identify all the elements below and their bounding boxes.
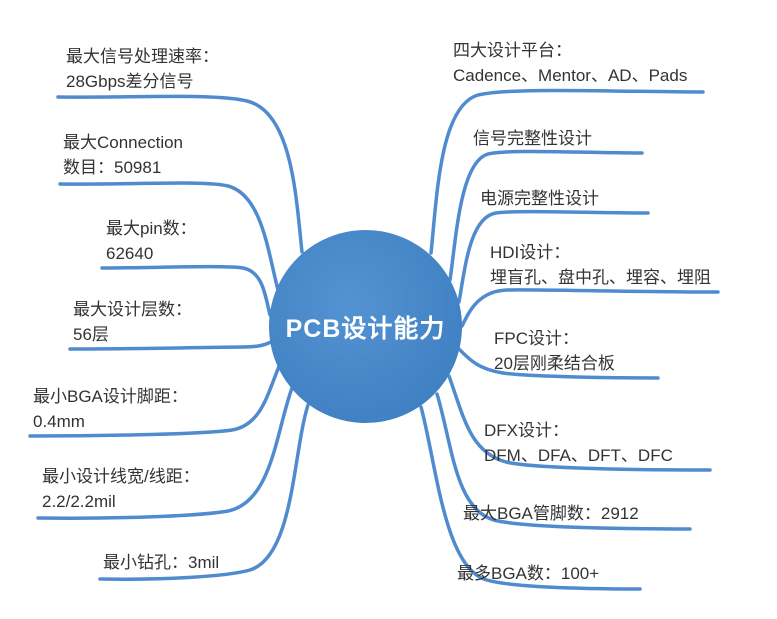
branch-label-max-layers: 最大设计层数： 56层 xyxy=(73,297,192,347)
branch-line-right-8 xyxy=(419,405,642,591)
branch-label-line: 最大BGA管脚数：2912 xyxy=(463,504,639,523)
branch-label-signal-integrity: 信号完整性设计 xyxy=(473,126,592,151)
branch-label-line: 62640 xyxy=(106,244,154,263)
branch-label-power-integrity: 电源完整性设计 xyxy=(480,186,599,211)
branch-line-right-3 xyxy=(457,209,650,304)
branch-line-right-1 xyxy=(429,88,705,255)
branch-line-left-3 xyxy=(100,264,272,317)
branch-label-min-trace: 最小设计线宽/线距： 2.2/2.2mil xyxy=(42,464,200,514)
branch-label-max-bga-pins: 最大BGA管脚数：2912 xyxy=(463,501,639,526)
branch-line-right-5 xyxy=(457,347,660,380)
branch-label-min-drill: 最小钻孔：3mil xyxy=(103,550,219,575)
branch-label-line: 信号完整性设计 xyxy=(473,129,592,148)
branch-label-line: 最小设计线宽/线距： xyxy=(42,467,200,486)
branch-label-line: 数目：50981 xyxy=(63,158,162,177)
branch-label-line: 最大pin数： xyxy=(106,219,197,238)
center-node: PCB设计能力 xyxy=(269,230,462,423)
branch-label-line: 2.2/2.2mil xyxy=(42,492,116,511)
branch-label-platforms: 四大设计平台： Cadence、Mentor、AD、Pads xyxy=(453,38,687,88)
branch-line-left-2 xyxy=(58,181,280,292)
branch-label-line: 最大设计层数： xyxy=(73,300,192,319)
branch-label-max-bga-count: 最多BGA数：100+ xyxy=(457,561,599,586)
center-node-label: PCB设计能力 xyxy=(285,314,446,343)
branch-label-max-connection: 最大Connection 数目：50981 xyxy=(63,130,183,180)
branch-line-left-7 xyxy=(98,403,310,581)
branch-label-line: DFM、DFA、DFT、DFC xyxy=(484,446,673,465)
branch-line-left-5 xyxy=(28,362,282,438)
branch-label-line: 最多BGA数：100+ xyxy=(457,564,600,583)
branch-label-max-pin: 最大pin数： 62640 xyxy=(106,216,197,266)
branch-line-right-7 xyxy=(435,392,692,531)
branch-label-line: DFX设计： xyxy=(484,421,569,440)
branch-label-line: HDI设计： xyxy=(490,243,571,262)
branch-line-left-6 xyxy=(36,386,294,520)
branch-label-line: 电源完整性设计 xyxy=(480,189,599,208)
branch-line-right-2 xyxy=(448,149,644,282)
branch-line-left-1 xyxy=(56,94,304,254)
branch-label-fpc: FPC设计： 20层刚柔结合板 xyxy=(494,326,615,376)
branch-label-line: FPC设计： xyxy=(494,329,579,348)
branch-line-right-4 xyxy=(460,288,720,328)
branch-label-line: 最大Connection xyxy=(63,133,184,152)
branch-label-line: 最大信号处理速率： xyxy=(66,47,219,66)
branch-label-line: 最小BGA设计脚距： xyxy=(33,387,188,406)
branch-label-line: 28Gbps差分信号 xyxy=(66,72,194,91)
branch-line-left-4 xyxy=(68,340,273,351)
branch-label-hdi: HDI设计： 埋盲孔、盘中孔、埋容、埋阻 xyxy=(490,240,711,290)
branch-label-line: 四大设计平台： xyxy=(453,41,572,60)
branch-label-max-signal-rate: 最大信号处理速率： 28Gbps差分信号 xyxy=(66,44,219,94)
branch-label-line: 0.4mm xyxy=(33,412,85,431)
branch-label-dfx: DFX设计： DFM、DFA、DFT、DFC xyxy=(484,418,673,468)
branch-label-line: 20层刚柔结合板 xyxy=(494,354,615,373)
branch-label-line: 56层 xyxy=(73,325,109,344)
branch-label-line: 最小钻孔：3mil xyxy=(103,553,220,572)
branch-label-min-bga-pitch: 最小BGA设计脚距： 0.4mm xyxy=(33,384,188,434)
branch-line-right-6 xyxy=(447,374,712,472)
branch-label-line: 埋盲孔、盘中孔、埋容、埋阻 xyxy=(490,268,711,287)
branch-label-line: Cadence、Mentor、AD、Pads xyxy=(453,66,688,85)
